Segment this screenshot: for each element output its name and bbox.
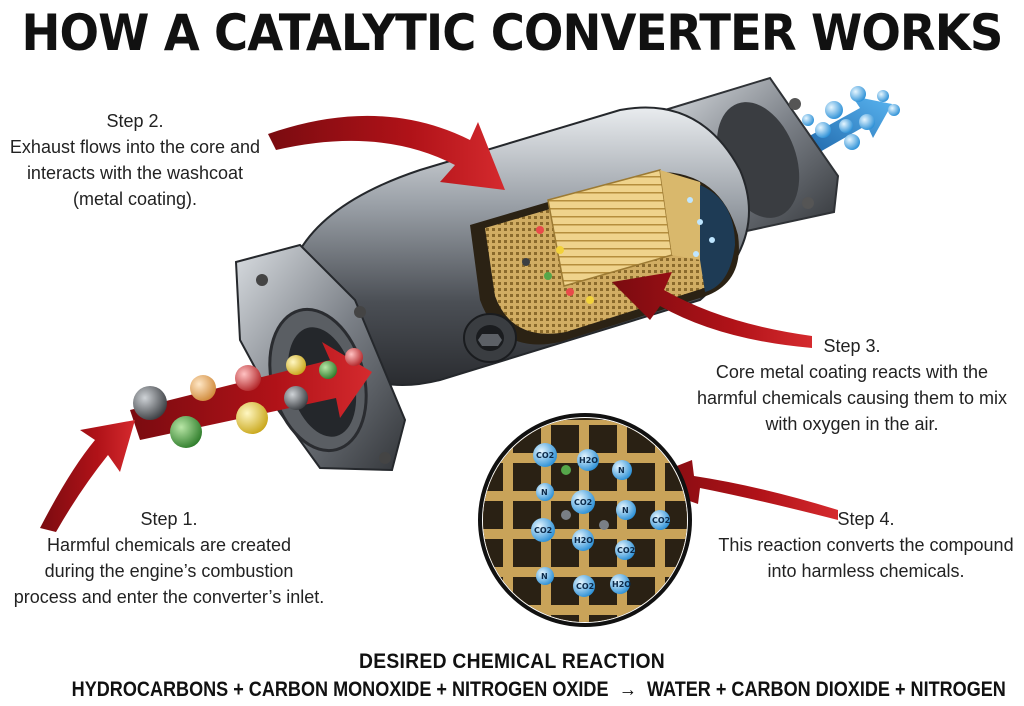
molecule-co2-4: CO2 (531, 518, 555, 542)
molecule-label: H2O (612, 580, 631, 589)
step-line: (metal coating). (72, 189, 198, 209)
reaction-arrow: → (618, 678, 637, 701)
core-cell-frame (483, 610, 508, 622)
core-cell-channel (627, 615, 655, 622)
core-cell-channel (483, 425, 503, 453)
core-cell-frame (660, 610, 687, 622)
step-line: into harmless chemicals. (767, 561, 965, 581)
step-heading: Step 4. (837, 509, 895, 529)
molecule-label: N (622, 506, 629, 515)
molecule-h2o-2: H2O (572, 529, 594, 551)
magnified-core-view (478, 413, 692, 627)
step-line: during the engine’s combustion (44, 561, 294, 581)
page-title: HOW A CATALYTIC CONVERTER WORKS (21, 4, 1004, 62)
molecule-label: CO2 (534, 526, 552, 535)
core-cell-channel (483, 615, 503, 622)
molecule-label: CO2 (536, 451, 554, 460)
core-cell-channel (513, 463, 541, 491)
molecule-co2-5: CO2 (615, 540, 635, 560)
molecule-n-4: N (536, 567, 554, 585)
molecule-h2o-3: H2O (610, 574, 631, 594)
molecule-label: H2O (579, 456, 598, 465)
molecule-h2o-1: H2O (577, 449, 599, 471)
step-1-caption: Step 1. Harmful chemicals are created du… (0, 506, 338, 610)
molecule-green-atom (561, 465, 571, 475)
reaction-title: DESIRED CHEMICAL REACTION (358, 650, 666, 673)
step2-pointer-arrow (268, 115, 505, 190)
core-cell-channel (513, 539, 541, 567)
core-cell-channel (589, 615, 617, 622)
step-3-caption: Step 3. Core metal coating reacts with t… (680, 333, 1024, 437)
molecule-label: CO2 (574, 498, 592, 507)
molecule-label: N (541, 572, 548, 581)
core-cell-channel (589, 425, 617, 453)
molecule-co2-1: CO2 (533, 443, 557, 467)
step-2-caption: Step 2. Exhaust flows into the core and … (0, 108, 270, 212)
core-cell-channel (665, 501, 687, 529)
core-cell-channel (551, 425, 579, 453)
molecule-label: H2O (574, 536, 593, 545)
molecule-label: N (541, 488, 548, 497)
core-cell-channel (589, 539, 617, 567)
step-line: with oxygen in the air. (765, 414, 939, 434)
core-cell-channel (513, 615, 541, 622)
molecule-co2-3: CO2 (650, 510, 670, 530)
core-cell-channel (483, 501, 503, 529)
core-cell-channel (551, 615, 579, 622)
molecule-n-3: N (616, 500, 636, 520)
molecule-gray-atom (599, 520, 609, 530)
step1-pointer-arrow (40, 420, 135, 532)
step3-pointer-arrow (612, 272, 812, 348)
step-line: Harmful chemicals are created (46, 535, 292, 555)
reaction-equation: HYDROCARBONS + CARBON MONOXIDE + NITROGE… (71, 678, 1006, 702)
step-heading: Step 2. (106, 111, 164, 131)
molecule-co2-2: CO2 (571, 490, 595, 514)
step4-pointer-arrow (636, 460, 838, 520)
core-cell-channel (665, 615, 687, 622)
molecule-gray-atom (561, 510, 571, 520)
reaction-reactants: HYDROCARBONS + CARBON MONOXIDE + NITROGE… (71, 678, 609, 701)
molecule-label: CO2 (617, 546, 635, 555)
step-heading: Step 3. (823, 336, 881, 356)
reaction-products: WATER + CARBON DIOXIDE + NITROGEN (646, 678, 1006, 701)
molecule-label: CO2 (576, 582, 594, 591)
step-line: interacts with the washcoat (26, 163, 244, 183)
step-4-caption: Step 4. This reaction converts the compo… (708, 506, 1024, 584)
step-line: Exhaust flows into the core and (9, 137, 261, 157)
inlet-arrow (130, 342, 372, 448)
molecule-label: N (618, 466, 625, 475)
step-line: Core metal coating reacts with the (715, 362, 989, 382)
step-line: process and enter the converter’s inlet. (13, 587, 325, 607)
step-heading: Step 1. (140, 509, 198, 529)
molecule-n-1: N (612, 460, 632, 480)
step-line: harmful chemicals causing them to mix (696, 388, 1008, 408)
molecule-label: CO2 (652, 516, 670, 525)
molecule-n-2: N (536, 483, 554, 501)
step-line: This reaction converts the compound (718, 535, 1014, 555)
molecule-co2-6: CO2 (573, 575, 595, 597)
